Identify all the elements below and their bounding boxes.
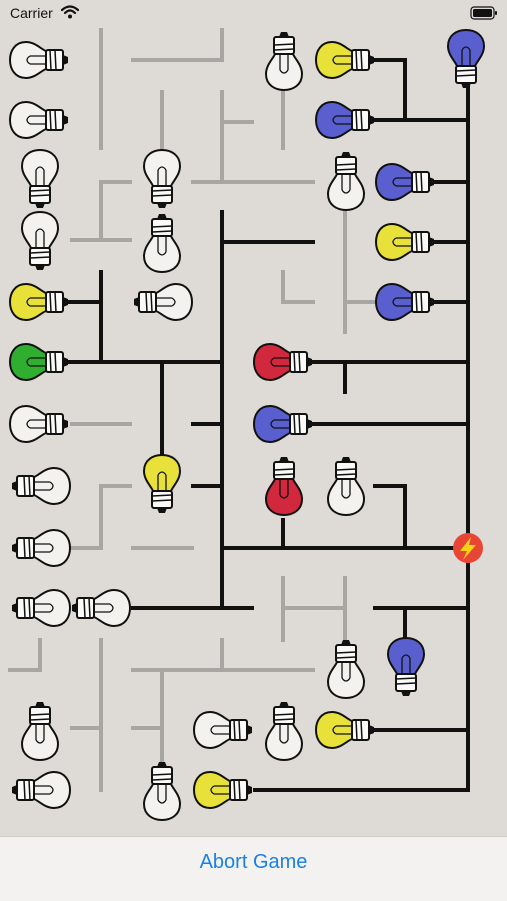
- light-bulb-icon[interactable]: [8, 100, 68, 140]
- light-bulb-icon[interactable]: [326, 640, 366, 700]
- wifi-icon: [61, 5, 79, 19]
- light-bulb-icon[interactable]: [314, 710, 374, 750]
- power-source[interactable]: [453, 533, 483, 563]
- light-bulb-icon[interactable]: [20, 210, 60, 270]
- light-bulb-icon[interactable]: [12, 528, 72, 568]
- light-bulb-icon[interactable]: [192, 770, 252, 810]
- puzzle-board: [8, 28, 486, 822]
- battery-icon: [470, 6, 497, 20]
- carrier-label: Carrier: [10, 5, 53, 21]
- light-bulb-icon[interactable]: [142, 453, 182, 513]
- light-bulb-icon[interactable]: [142, 148, 182, 208]
- light-bulb-icon[interactable]: [314, 100, 374, 140]
- light-bulb-icon[interactable]: [374, 162, 434, 202]
- light-bulb-icon[interactable]: [134, 282, 194, 322]
- powered-wires: [68, 58, 470, 792]
- light-bulb-icon[interactable]: [252, 404, 312, 444]
- bottom-toolbar: Abort Game: [0, 836, 507, 901]
- inactive-wires: [8, 28, 377, 792]
- light-bulb-icon[interactable]: [252, 342, 312, 382]
- abort-game-button[interactable]: Abort Game: [199, 851, 308, 873]
- light-bulb-icon[interactable]: [314, 40, 374, 80]
- light-bulb-icon[interactable]: [72, 588, 132, 628]
- light-bulb-icon[interactable]: [446, 28, 486, 88]
- light-bulb-icon[interactable]: [264, 32, 304, 92]
- lightning-bolt-icon: [460, 537, 476, 560]
- light-bulb-icon[interactable]: [8, 40, 68, 80]
- light-bulb-icon[interactable]: [12, 466, 72, 506]
- status-bar: Carrier: [0, 0, 507, 28]
- light-bulb-icon[interactable]: [12, 588, 72, 628]
- light-bulb-icon[interactable]: [8, 404, 68, 444]
- light-bulb-icon[interactable]: [8, 342, 68, 382]
- light-bulb-icon[interactable]: [264, 702, 304, 762]
- light-bulb-icon[interactable]: [326, 457, 366, 517]
- light-bulb-icon[interactable]: [142, 214, 182, 274]
- light-bulb-icon[interactable]: [12, 770, 72, 810]
- light-bulb-icon[interactable]: [264, 457, 304, 517]
- light-bulb-icon[interactable]: [386, 636, 426, 696]
- light-bulb-icon[interactable]: [374, 282, 434, 322]
- light-bulb-icon[interactable]: [326, 152, 366, 212]
- bulbs: [8, 28, 486, 822]
- light-bulb-icon[interactable]: [192, 710, 252, 750]
- light-bulb-icon[interactable]: [20, 148, 60, 208]
- light-bulb-icon[interactable]: [20, 702, 60, 762]
- light-bulb-icon[interactable]: [142, 762, 182, 822]
- light-bulb-icon[interactable]: [374, 222, 434, 262]
- light-bulb-icon[interactable]: [8, 282, 68, 322]
